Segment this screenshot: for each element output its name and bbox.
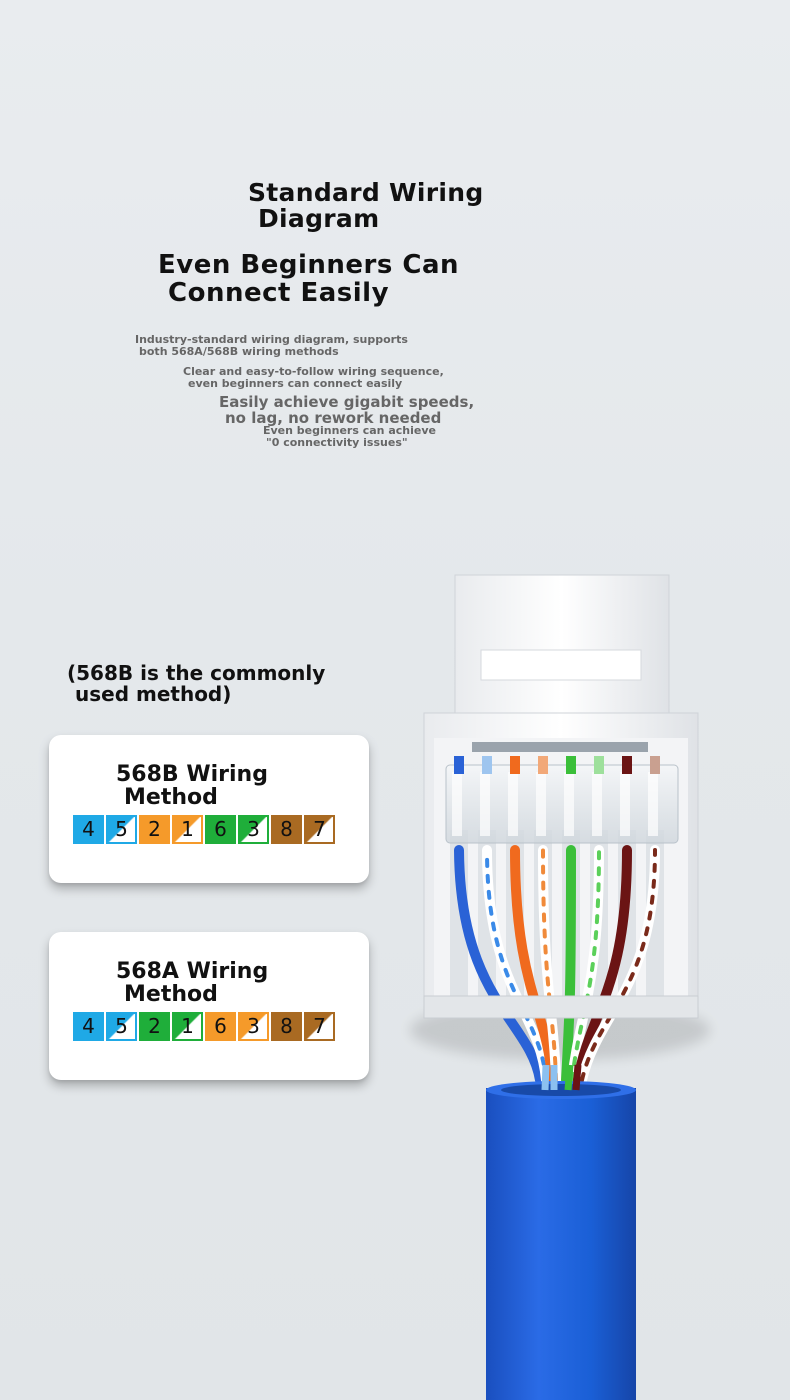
pin-brown-striped: 7: [304, 1012, 335, 1041]
pin-orange-striped: 3: [238, 1012, 269, 1041]
pin-green-striped: 3: [238, 815, 269, 844]
feature-speed-line-2: no lag, no rework needed: [225, 409, 442, 427]
pin-number: 8: [280, 1014, 293, 1038]
card-title-line-2: Method: [124, 785, 218, 810]
pin-number: 5: [115, 817, 128, 841]
pin-number: 7: [313, 817, 326, 841]
card-title-line-1: 568B Wiring: [116, 762, 268, 787]
pin-green-solid: 6: [205, 815, 236, 844]
note-line-1: (568B is the commonly: [67, 661, 326, 685]
feature-speed-line-1: Easily achieve gigabit speeds,: [219, 393, 475, 411]
card-title: 568B Wiring Method: [116, 763, 356, 809]
subtitle-line-2: Connect Easily: [168, 278, 390, 308]
feature-sequence-line-2: even beginners can connect easily: [188, 377, 403, 390]
feature-standard: Industry-standard wiring diagram, suppor…: [135, 334, 435, 358]
pin-number: 7: [313, 1014, 326, 1038]
pin-number: 3: [247, 817, 260, 841]
feature-sequence-line-1: Clear and easy-to-follow wiring sequence…: [183, 365, 444, 378]
pin-green-solid: 2: [139, 1012, 170, 1041]
subtitle: Even Beginners Can Connect Easily: [158, 251, 498, 307]
title-line-1: Standard Wiring: [248, 178, 484, 207]
pin-number: 4: [82, 817, 95, 841]
pin-number: 2: [148, 817, 161, 841]
pin-number: 6: [214, 817, 227, 841]
keystone-jack-illustration: [410, 574, 710, 1400]
pin-number: 8: [280, 817, 293, 841]
pin-brown-solid: 8: [271, 1012, 302, 1041]
feature-standard-line-2: both 568A/568B wiring methods: [139, 345, 339, 358]
subtitle-line-1: Even Beginners Can: [158, 250, 460, 280]
pin-number: 1: [181, 1014, 194, 1038]
card-title-line-2: Method: [124, 982, 218, 1007]
pin-brown-solid: 8: [271, 815, 302, 844]
pin-number: 3: [247, 1014, 260, 1038]
title-line-2: Diagram: [258, 204, 380, 233]
pin-number: 1: [181, 817, 194, 841]
pin-blue-striped: 5: [106, 1012, 137, 1041]
card-title-line-1: 568A Wiring: [116, 959, 269, 984]
pin-orange-solid: 2: [139, 815, 170, 844]
pin-blue-solid: 4: [73, 815, 104, 844]
pin-number: 4: [82, 1014, 95, 1038]
pin-blue-solid: 4: [73, 1012, 104, 1041]
pin-number: 6: [214, 1014, 227, 1038]
card-title: 568A Wiring Method: [116, 960, 356, 1006]
pin-green-striped: 1: [172, 1012, 203, 1041]
feature-standard-line-1: Industry-standard wiring diagram, suppor…: [135, 333, 408, 346]
pin-orange-solid: 6: [205, 1012, 236, 1041]
feature-connectivity: Even beginners can achieve "0 connectivi…: [263, 425, 463, 449]
pin-brown-striped: 7: [304, 815, 335, 844]
pin-orange-striped: 1: [172, 815, 203, 844]
pin-number: 5: [115, 1014, 128, 1038]
title: Standard Wiring Diagram: [248, 180, 508, 232]
pin-blue-striped: 5: [106, 815, 137, 844]
feature-connectivity-line-2: "0 connectivity issues": [266, 436, 408, 449]
commonly-used-note: (568B is the commonly used method): [67, 663, 367, 705]
feature-connectivity-line-1: Even beginners can achieve: [263, 424, 436, 437]
feature-speed: Easily achieve gigabit speeds, no lag, n…: [219, 394, 509, 426]
note-line-2: used method): [75, 682, 232, 706]
feature-sequence: Clear and easy-to-follow wiring sequence…: [183, 366, 473, 390]
pin-number: 2: [148, 1014, 161, 1038]
